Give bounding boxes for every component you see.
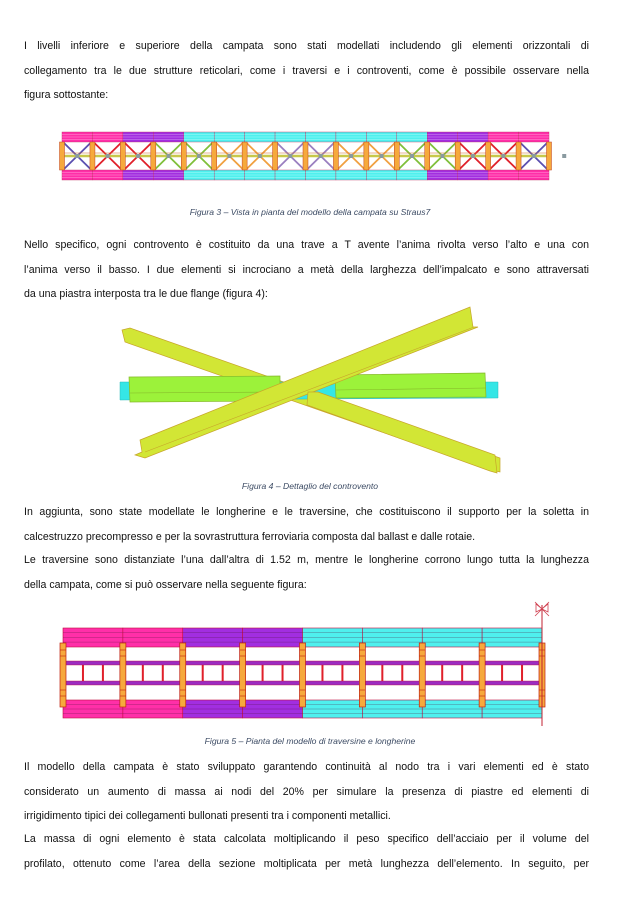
bracing-node: [379, 154, 384, 158]
transverse-post: [333, 141, 339, 171]
text-line: considerato un aumento di massa ai nodi …: [24, 785, 589, 798]
figure-4-bracing-detail: [119, 306, 501, 474]
transverse-post: [89, 141, 96, 171]
bracing-node: [75, 154, 80, 158]
bracing-node: [288, 154, 293, 158]
sleeper: [321, 662, 324, 684]
text-line: collegamento tra le due strutture retico…: [24, 64, 589, 77]
transverse-beam: [179, 642, 187, 708]
bracing-node: [410, 154, 415, 158]
transverse-post: [394, 141, 400, 171]
transverse-post: [515, 141, 522, 171]
bracing-node: [105, 154, 110, 158]
sleeper: [141, 662, 144, 684]
transverse-post: [120, 141, 126, 171]
figure-5-sleepers-stringers-plan: [59, 601, 550, 726]
text-line: l’anima verso il basso. I due elementi s…: [24, 263, 589, 276]
sleeper: [161, 662, 164, 684]
transverse-post: [485, 141, 491, 171]
transverse-post: [181, 141, 187, 171]
bracing-node: [227, 154, 232, 158]
sleeper: [341, 662, 344, 684]
text-line: da una piastra interposta tra le due fla…: [24, 288, 268, 301]
sleeper: [81, 662, 84, 684]
transverse-beam: [299, 642, 306, 708]
text-line: irrigidimento tipici dei collegamenti bu…: [24, 810, 391, 823]
transverse-beam: [418, 642, 426, 708]
text-line: Il modello della campata è stato svilupp…: [24, 761, 589, 773]
text-line: I livelli inferiore e superiore della ca…: [24, 40, 589, 52]
text-line: calcestruzzo precompresso e per la sovra…: [24, 530, 476, 543]
sleeper: [521, 662, 524, 684]
transverse-post: [454, 141, 461, 171]
transverse-beam: [359, 642, 366, 708]
transverse-post: [272, 141, 278, 171]
transverse-beam: [119, 642, 127, 708]
transverse-post: [302, 141, 309, 171]
paragraph-5: Il modello della campata è stato svilupp…: [24, 755, 589, 829]
text-line: Le traversine sono distanziate l’una dal…: [24, 554, 589, 566]
transverse-post: [211, 141, 217, 171]
transverse-post: [546, 141, 552, 171]
text-line: La massa di ogni elemento è stata calcol…: [24, 833, 589, 845]
bracing-node: [501, 154, 506, 158]
figure-4-caption: Figura 4 – Dettaglio del controvento: [241, 481, 379, 491]
text-line: profilato, ottenuto come l’area della se…: [24, 857, 589, 870]
sleeper: [201, 662, 204, 684]
bracing-node: [349, 154, 354, 158]
bracing-node: [531, 154, 536, 158]
bracing-node: [166, 154, 171, 158]
figure-3-truss-plan: [59, 131, 567, 181]
paragraph-3: In aggiunta, sono state modellate le lon…: [24, 500, 589, 549]
paragraph-6: La massa di ogni elemento è stata calcol…: [24, 827, 589, 876]
transverse-beam: [59, 642, 67, 708]
transverse-beam: [239, 642, 246, 708]
figure-5-caption: Figura 5 – Pianta del modello di travers…: [204, 736, 416, 746]
sleeper: [401, 662, 404, 684]
beam-back-lower: [306, 391, 498, 474]
bracing-node: [318, 154, 323, 158]
bracing-node: [196, 154, 201, 158]
sleeper: [261, 662, 264, 684]
support-restraint-icon: [534, 601, 550, 617]
transverse-beam: [478, 642, 486, 708]
flange-right: [334, 372, 487, 399]
transverse-post: [59, 141, 65, 171]
bracing-node: [257, 154, 262, 158]
sleeper: [501, 662, 504, 684]
text-line: Nello specifico, ogni controvento è cost…: [24, 239, 589, 251]
transverse-post: [241, 141, 248, 171]
text-line: In aggiunta, sono state modellate le lon…: [24, 506, 589, 518]
figure-3-caption: Figura 3 – Vista in pianta del modello d…: [189, 207, 431, 217]
sleeper: [221, 662, 224, 684]
bracing-node: [562, 154, 567, 158]
paragraph-4: Le traversine sono distanziate l’una dal…: [24, 548, 589, 597]
sleeper: [381, 662, 384, 684]
sleeper: [101, 662, 104, 684]
paragraph-1: I livelli inferiore e superiore della ca…: [24, 34, 589, 108]
bracing-node: [440, 154, 445, 158]
text-line: figura sottostante:: [24, 89, 109, 102]
transverse-post: [150, 141, 157, 171]
bracing-node: [470, 154, 475, 158]
text-line: della campata, come si può osservare nel…: [24, 578, 307, 591]
sleeper: [461, 662, 464, 684]
transverse-post: [424, 141, 430, 171]
sleeper: [441, 662, 444, 684]
paragraph-2: Nello specifico, ogni controvento è cost…: [24, 233, 589, 307]
sleeper: [281, 662, 284, 684]
bracing-node: [136, 154, 141, 158]
transverse-post: [363, 141, 370, 171]
